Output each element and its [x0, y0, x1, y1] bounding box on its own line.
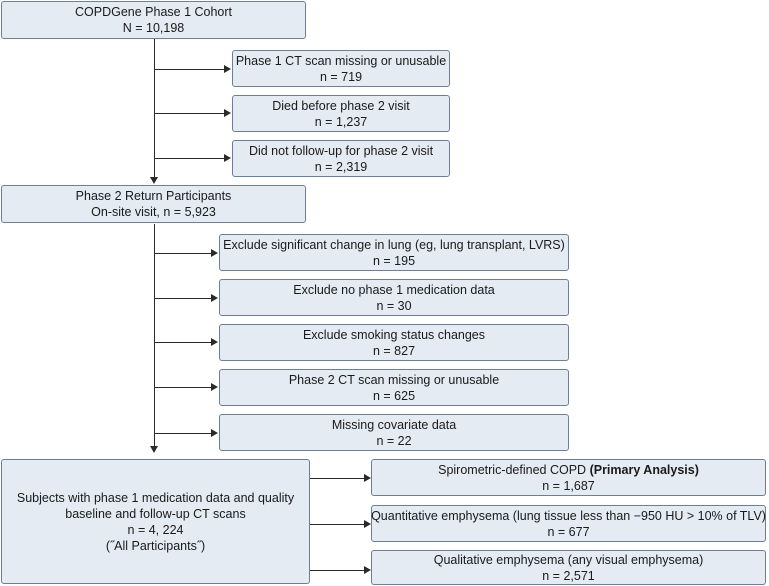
exclusion-label: Phase 2 CT scan missing or unusable: [288, 372, 500, 387]
exclusion-box: Exclude significant change in lung (eg, …: [219, 234, 569, 271]
exclusion-n: n = 625: [372, 388, 416, 403]
outcome-label: Spirometric-defined COPD (Primary Analys…: [438, 462, 699, 478]
exclusion-box: Phase 1 CT scan missing or unusable n = …: [232, 50, 450, 87]
outcome-label-emphasis: (Primary Analysis): [589, 462, 699, 477]
branch-arrow: [224, 109, 231, 117]
exclusion-label: Phase 1 CT scan missing or unusable: [235, 53, 447, 68]
cohort-title: COPDGene Phase 1 Cohort: [74, 5, 233, 19]
branch-line: [154, 387, 212, 388]
branch-line: [154, 342, 212, 343]
phase2-box: Phase 2 Return Participants On-site visi…: [1, 185, 306, 223]
exclusion-n: n = 22: [376, 433, 412, 448]
exclusion-box: Phase 2 CT scan missing or unusable n = …: [219, 369, 569, 406]
branch-arrow: [211, 429, 218, 437]
branch-line: [154, 298, 212, 299]
outcome-n: n = 677: [547, 524, 590, 539]
branch-line: [154, 158, 225, 159]
branch-arrow: [364, 566, 371, 574]
branch-line: [310, 524, 366, 525]
branch-line: [154, 113, 225, 114]
final-line2: baseline and follow-up CT scans: [65, 506, 246, 521]
branch-line: [310, 478, 366, 479]
exclusion-label: Missing covariate data: [331, 417, 457, 432]
branch-arrow: [211, 383, 218, 391]
branch-line: [154, 69, 225, 70]
exclusion-label: Did not follow-up for phase 2 visit: [248, 143, 434, 158]
final-line1: Subjects with phase 1 medication data an…: [16, 490, 295, 505]
branch-arrow: [211, 249, 218, 257]
outcome-box: Qualitative emphysema (any visual emphys…: [371, 550, 766, 585]
connector-trunk-2: [154, 224, 155, 446]
final-n: n = 4, 224: [127, 522, 184, 537]
branch-arrow: [364, 474, 371, 482]
exclusion-n: n = 827: [372, 343, 416, 358]
exclusion-box: Died before phase 2 visit n = 1,237: [232, 95, 450, 132]
branch-arrow: [211, 338, 218, 346]
exclusion-n: n = 2,319: [314, 159, 368, 174]
exclusion-n: n = 30: [376, 298, 412, 313]
outcome-label: Quantitative emphysema (lung tissue less…: [371, 508, 766, 523]
connector-trunk-1: [154, 39, 155, 177]
arrow-to-final: [150, 446, 158, 453]
branch-arrow: [364, 520, 371, 528]
exclusion-n: n = 719: [319, 69, 363, 84]
branch-line: [310, 570, 366, 571]
exclusion-label: Exclude significant change in lung (eg, …: [223, 237, 565, 252]
arrow-to-phase2: [150, 177, 158, 184]
branch-arrow: [224, 154, 231, 162]
branch-line: [154, 253, 212, 254]
outcome-box: Spirometric-defined COPD (Primary Analys…: [371, 459, 766, 496]
final-participants-box: Subjects with phase 1 medication data an…: [1, 459, 310, 584]
outcome-label-text: Spirometric-defined COPD: [438, 462, 590, 477]
outcome-box: Quantitative emphysema (lung tissue less…: [371, 505, 766, 542]
branch-line: [154, 433, 212, 434]
outcome-label: Qualitative emphysema (any visual emphys…: [433, 552, 704, 567]
exclusion-n: n = 1,237: [314, 114, 368, 129]
exclusion-box: Exclude no phase 1 medication data n = 3…: [219, 279, 569, 316]
outcome-n: n = 2,571: [542, 568, 595, 583]
branch-arrow: [224, 65, 231, 73]
exclusion-label: Exclude no phase 1 medication data: [293, 282, 495, 297]
exclusion-box: Did not follow-up for phase 2 visit n = …: [232, 140, 450, 177]
phase2-subtitle: On-site visit, n = 5,923: [91, 205, 216, 219]
exclusion-box: Missing covariate data n = 22: [219, 414, 569, 451]
exclusion-label: Exclude smoking status changes: [302, 327, 486, 342]
branch-arrow: [211, 294, 218, 302]
final-note: (˝All Participants˝): [105, 538, 206, 553]
outcome-n: n = 1,687: [542, 478, 595, 493]
cohort-n: N = 10,198: [122, 21, 185, 35]
cohort-box: COPDGene Phase 1 Cohort N = 10,198: [1, 1, 306, 39]
phase2-title: Phase 2 Return Participants: [75, 189, 232, 203]
exclusion-label: Died before phase 2 visit: [272, 98, 410, 113]
exclusion-n: n = 195: [372, 253, 416, 268]
exclusion-box: Exclude smoking status changes n = 827: [219, 324, 569, 361]
